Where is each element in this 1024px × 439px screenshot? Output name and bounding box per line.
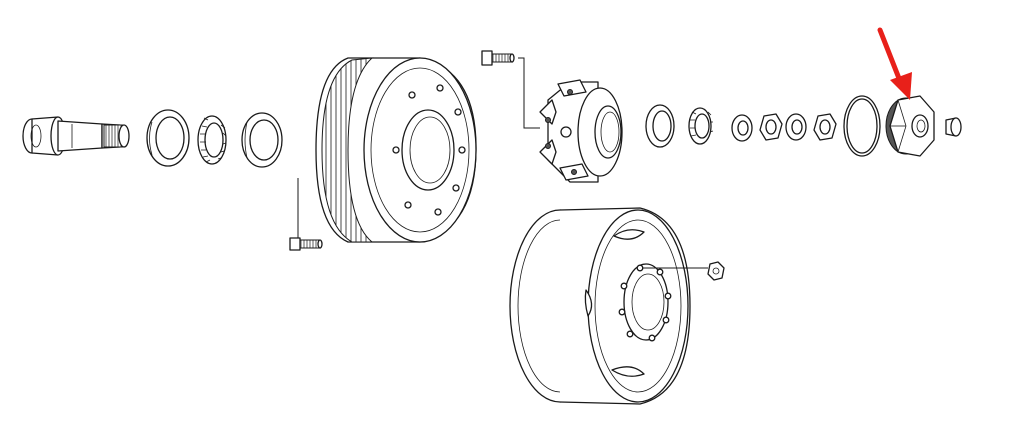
steel-wheel (509, 207, 708, 405)
inner-bearing-cup (146, 109, 190, 167)
hub-cap-nut (885, 95, 935, 157)
drum-bolt-holes (392, 84, 466, 216)
tab-washer (731, 114, 753, 142)
hub (539, 79, 623, 183)
highlight-arrow (877, 27, 912, 100)
brake-drum (315, 57, 477, 243)
drum-bolt (289, 178, 323, 251)
lug-nut (707, 261, 725, 281)
lock-washer (785, 113, 807, 141)
wheel-stud (481, 50, 540, 129)
outer-bearing-cone (688, 107, 714, 145)
jam-nut (813, 113, 837, 141)
grease-seal (241, 112, 283, 168)
outer-bearing-cup (645, 104, 675, 148)
spindle (22, 116, 130, 156)
plug (945, 117, 962, 137)
inner-bearing-cone (197, 115, 227, 165)
wheel-stud-holes (618, 264, 672, 342)
adjusting-nut (759, 113, 783, 141)
o-ring (843, 95, 881, 157)
